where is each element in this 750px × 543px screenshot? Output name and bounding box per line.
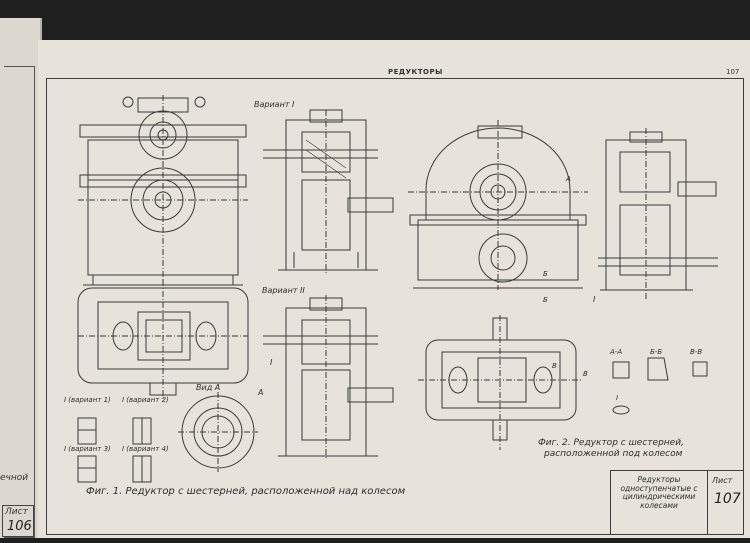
title-block-sheet-number: 107 bbox=[714, 491, 741, 507]
fig1-plan-view bbox=[77, 280, 249, 400]
label-detail-variant-2: I (вариант 2) bbox=[122, 396, 169, 404]
label-detail-variant-3: I (вариант 3) bbox=[64, 445, 111, 453]
fig1-detail-variants bbox=[77, 417, 152, 483]
label-variant-2: Вариант II bbox=[262, 286, 305, 295]
previous-page-caption: ечной bbox=[0, 473, 29, 483]
label-fig2-section-i: I bbox=[593, 295, 596, 304]
label-arrow-a: А bbox=[258, 388, 264, 397]
label-fig2-v-mark-2: В bbox=[583, 370, 588, 378]
figure-2-caption-line-1: Фиг. 2. Редуктор с шестерней, bbox=[538, 438, 684, 448]
drawing-sheet: РЕДУКТОРЫ 107 bbox=[38, 40, 750, 538]
label-section-a-a: А-А bbox=[610, 348, 623, 356]
title-block-description: Редукторы одноступенчатые с цилиндрическ… bbox=[620, 475, 698, 510]
label-section-b-b: Б-Б bbox=[650, 348, 663, 356]
fig2-plan-view bbox=[418, 315, 583, 450]
label-fig2-b-mark-2: Б bbox=[543, 296, 548, 304]
fig2-small-sections bbox=[612, 357, 708, 415]
technical-drawings bbox=[77, 95, 718, 483]
label-view-a: Вид А bbox=[196, 383, 221, 392]
label-section-i: I bbox=[270, 358, 273, 367]
title-block-sheet-cell: Лист 107 bbox=[707, 471, 744, 534]
fig2-front-view bbox=[408, 120, 588, 290]
fig1-front-view bbox=[78, 95, 248, 286]
previous-sheet-number: 106 bbox=[7, 519, 32, 534]
previous-page-frame bbox=[4, 66, 35, 538]
label-fig2-detail-i: I bbox=[616, 394, 619, 402]
fig1-side-section-variant-1 bbox=[263, 109, 394, 275]
figure-1-caption: Фиг. 1. Редуктор с шестерней, расположен… bbox=[86, 486, 406, 497]
page-number: 107 bbox=[726, 68, 740, 76]
fig1-view-a bbox=[178, 392, 258, 472]
page-header-title: РЕДУКТОРЫ bbox=[388, 68, 443, 76]
previous-sheet-box: Лист 106 bbox=[2, 505, 34, 537]
label-variant-1: Вариант I bbox=[254, 100, 295, 109]
title-block-sheet-label: Лист bbox=[712, 476, 733, 485]
label-section-v-v: В-В bbox=[690, 348, 703, 356]
label-fig2-v-mark: В bbox=[552, 362, 557, 370]
previous-page-edge: ечной Лист 106 bbox=[0, 18, 42, 538]
label-detail-variant-4: I (вариант 4) bbox=[122, 445, 169, 453]
drawing-frame bbox=[46, 78, 744, 535]
label-fig2-arrow-a: А bbox=[566, 175, 571, 183]
title-block: Редукторы одноступенчатые с цилиндрическ… bbox=[610, 470, 743, 534]
fig2-side-section bbox=[598, 128, 718, 300]
figure-2-caption-line-2: расположенной под колесом bbox=[544, 449, 683, 459]
label-detail-variant-1: I (вариант 1) bbox=[64, 396, 111, 404]
label-fig2-b-mark: Б bbox=[543, 270, 548, 278]
previous-sheet-label: Лист bbox=[5, 507, 28, 517]
fig1-side-section-variant-2 bbox=[263, 295, 394, 460]
